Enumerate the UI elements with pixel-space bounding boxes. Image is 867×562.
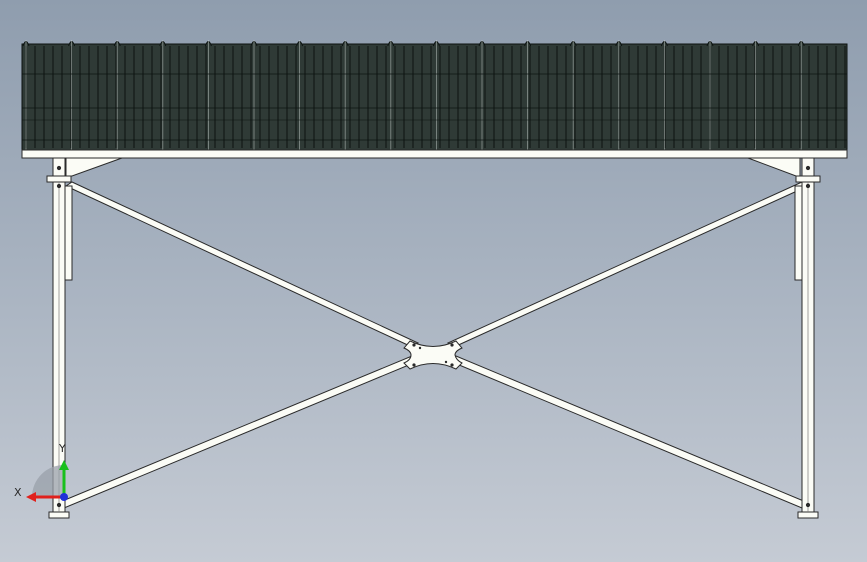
coordinate-triad[interactable]: Y X: [14, 442, 69, 502]
x-axis-label: X: [14, 486, 22, 499]
roof-panels: [21, 40, 848, 151]
y-axis-arrowhead: [59, 460, 69, 470]
knee-braces: [65, 157, 801, 177]
center-gusset-plate: [403, 340, 463, 370]
right-column: [794, 157, 821, 519]
x-axis-arrowhead: [26, 492, 36, 502]
cross-bracing: [59, 181, 810, 509]
y-axis-label: Y: [58, 442, 66, 455]
roof-ribs: [25, 46, 846, 148]
left-column: [46, 157, 73, 519]
z-axis-dot: [60, 493, 68, 501]
triad-plane-indicator: [32, 465, 64, 497]
roof-rib-caps: [22, 40, 805, 150]
top-beam: [21, 149, 848, 159]
roof-panel-body: [21, 43, 848, 151]
